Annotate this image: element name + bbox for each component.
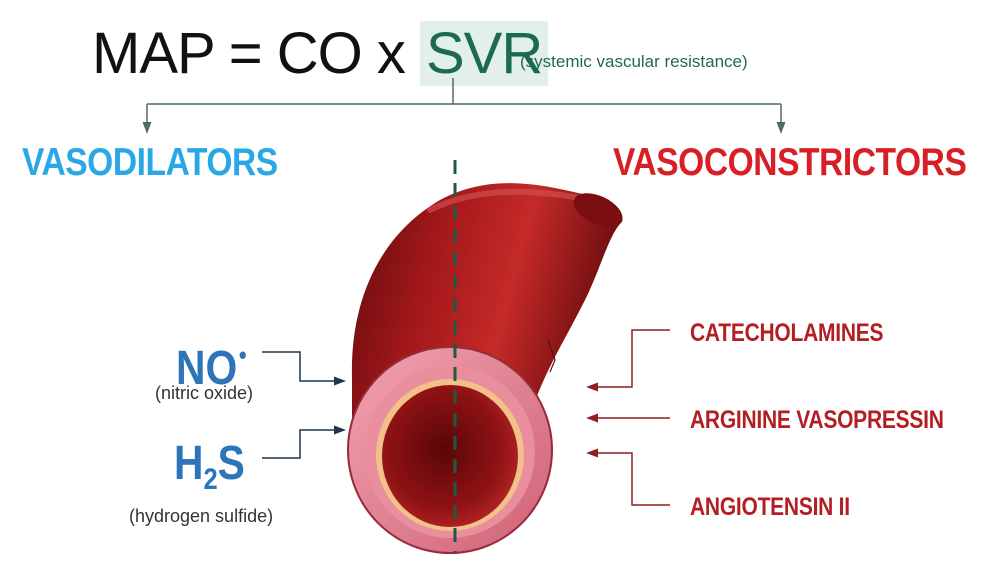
blood-vessel-illustration [347, 183, 623, 554]
arrow-icon [586, 329, 670, 392]
vasodilators-title: VASODILATORS [22, 141, 278, 184]
constrictor-catecholamines: CATECHOLAMINES [690, 319, 884, 347]
arrow-icon [586, 448, 670, 506]
arrow-icon [262, 351, 346, 386]
hydrogen-sulfide-formula: H2S [174, 437, 245, 496]
nitric-oxide-name: (nitric oxide) [155, 383, 254, 403]
vasoconstrictors-title: VASOCONSTRICTORS [613, 141, 967, 184]
hydrogen-sulfide-name: (hydrogen sulfide) [129, 506, 274, 526]
svr-note: (systemic vascular resistance) [520, 52, 748, 71]
nitric-oxide-formula: NO• [176, 340, 247, 395]
constrictor-arginine-vasopressin: ARGININE VASOPRESSIN [690, 406, 944, 434]
formula-left: MAP = CO x [92, 21, 420, 86]
branch-connector [142, 78, 786, 134]
arrow-icon [262, 425, 346, 459]
formula: MAP = CO x SVR [92, 14, 549, 94]
svr-highlight: SVR [419, 21, 549, 86]
constrictor-angiotensin-ii: ANGIOTENSIN II [690, 493, 850, 521]
radical-dot: • [238, 340, 247, 370]
